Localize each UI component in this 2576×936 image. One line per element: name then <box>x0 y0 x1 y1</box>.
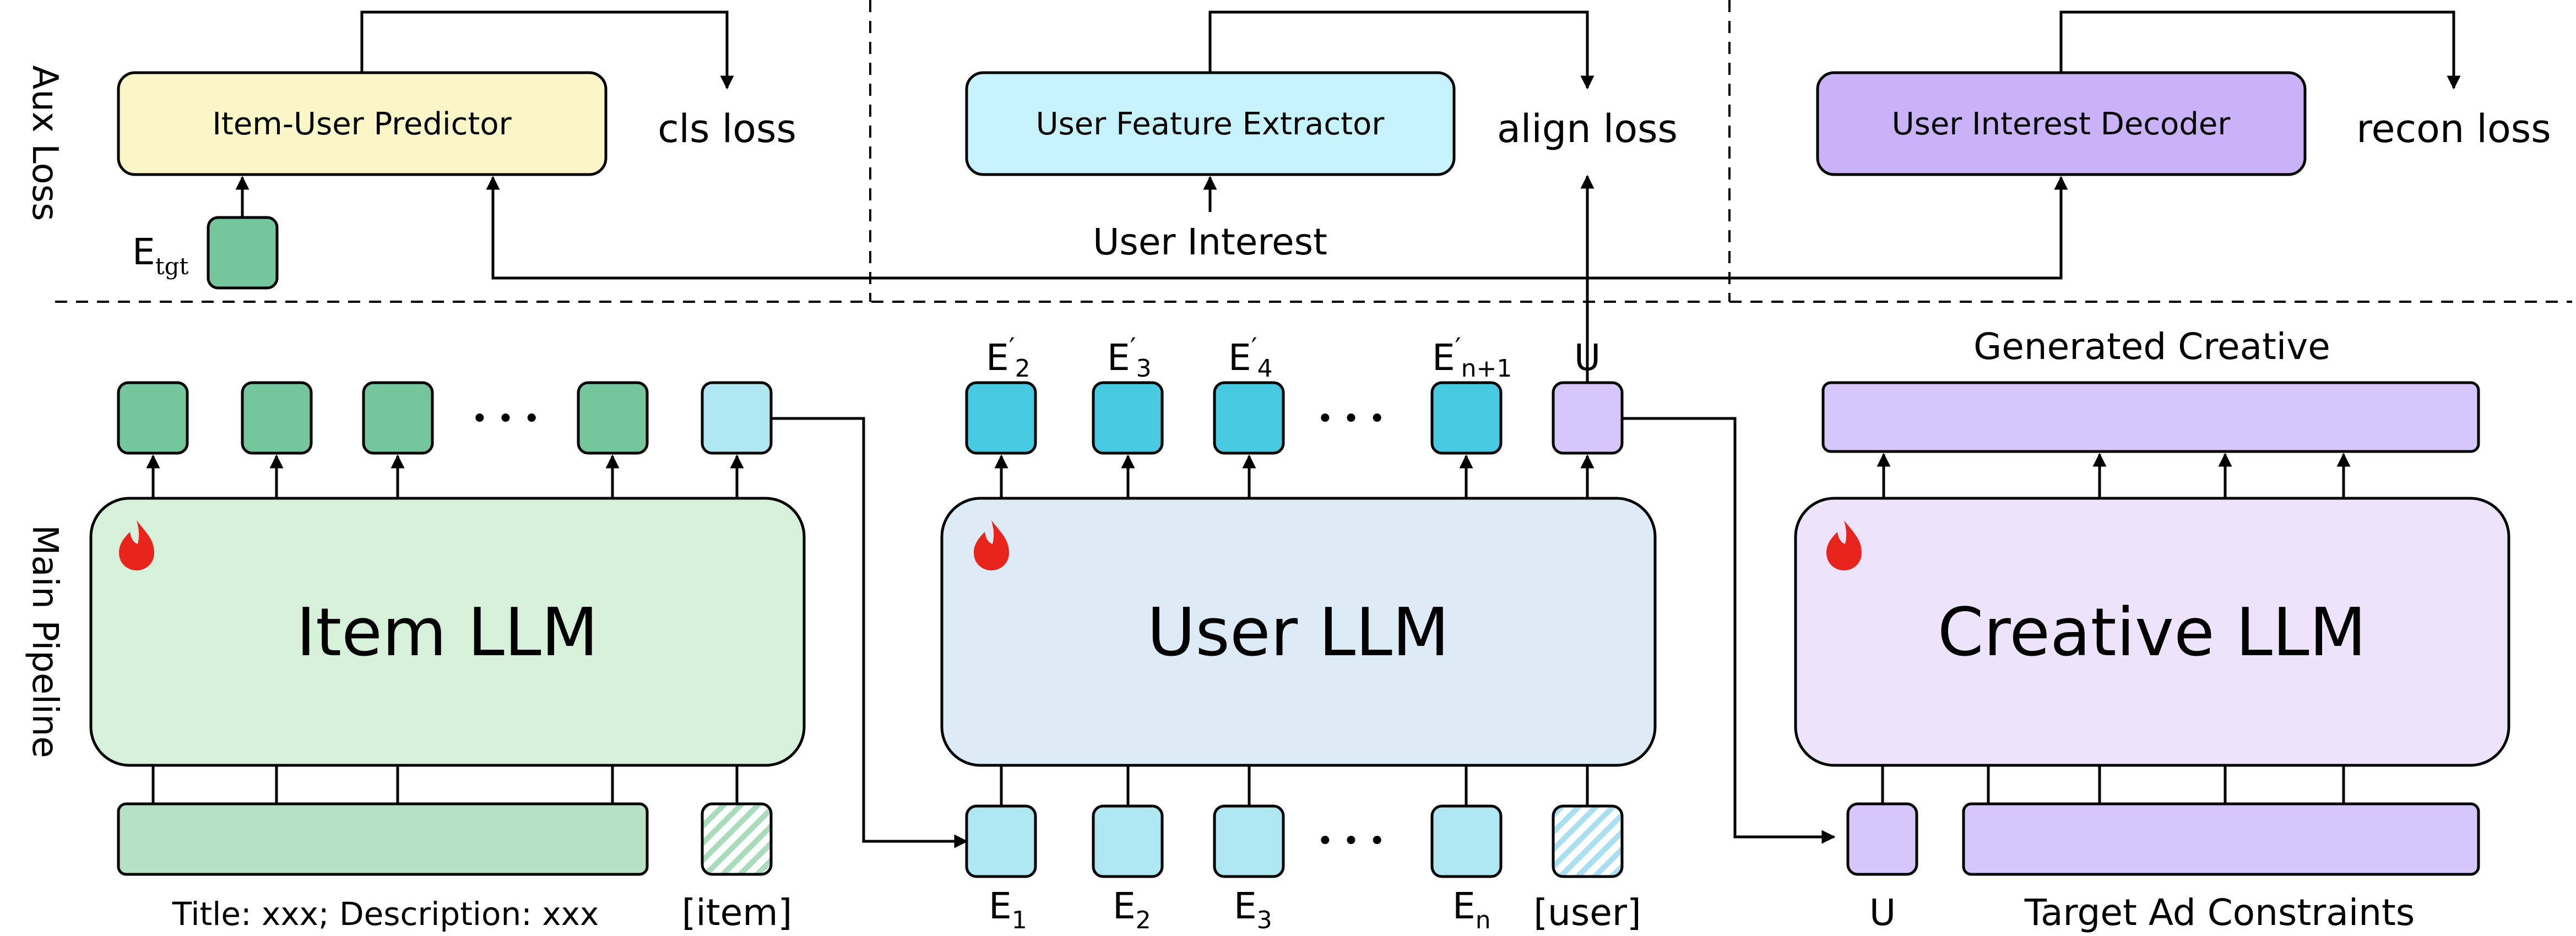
item-output-token <box>362 381 434 455</box>
user-output-label: E′3 <box>1107 333 1152 383</box>
user-output-token <box>965 381 1037 455</box>
cls-loss-arrow <box>360 10 734 90</box>
user-llm: User LLM <box>940 497 1657 767</box>
user-output-token <box>1213 381 1285 455</box>
aux-loss-label: Aux Loss <box>24 66 65 221</box>
creative-llm: Creative LLM <box>1794 497 2510 767</box>
user-input-token <box>1430 804 1503 878</box>
user-interest-label: User Interest <box>1093 221 1327 263</box>
item-special-token <box>701 802 773 876</box>
user-output-label: E′4 <box>1228 333 1273 383</box>
user-output-ellipsis: • • • <box>1316 402 1385 436</box>
user-input-label: E2 <box>1113 885 1151 934</box>
item-llm-label: Item LLM <box>296 595 599 671</box>
generated-creative-output <box>1821 381 2480 453</box>
user-input-ellipsis: • • • <box>1316 825 1385 858</box>
item-text-label: Title: xxx; Description: xxx <box>172 895 599 933</box>
user-token-label: [user] <box>1533 891 1641 934</box>
target-ad-constraints-label: Target Ad Constraints <box>2024 891 2415 934</box>
item-input-lines <box>151 765 739 804</box>
user-input-label: E1 <box>989 885 1027 934</box>
user-output-token <box>1092 381 1164 455</box>
user-llm-label: User LLM <box>1147 595 1450 671</box>
item-output-ellipsis: • • • <box>471 402 540 436</box>
align-loss-label: align loss <box>1497 106 1678 151</box>
user-input-token <box>965 804 1037 878</box>
item-output-token <box>117 381 189 455</box>
item-llm: Item LLM <box>89 497 806 767</box>
main-pipeline-label: Main Pipeline <box>24 525 65 758</box>
creative-user-interest-token <box>1846 802 1918 876</box>
user-output-token <box>1430 381 1503 455</box>
user-output-label: E′2 <box>986 333 1031 383</box>
target-item-token <box>207 216 279 290</box>
item-user-predictor: Item-User Predictor <box>117 71 608 176</box>
user-to-creative-connector <box>1622 417 1836 844</box>
user-input-token <box>1092 804 1164 878</box>
creative-input-lines <box>1881 765 2345 804</box>
creative-u-label: U <box>1869 891 1896 934</box>
flame-icon <box>119 520 154 570</box>
flame-icon <box>974 520 1009 570</box>
user-input-label: En <box>1452 885 1491 934</box>
user-feature-extractor: User Feature Extractor <box>965 71 1456 176</box>
user-interest-decoder: User Interest Decoder <box>1816 71 2307 176</box>
user-feature-extractor-label: User Feature Extractor <box>1036 106 1385 142</box>
item-token-label: [item] <box>682 891 793 934</box>
item-output-token <box>241 381 313 455</box>
user-output-label: E′n+1 <box>1432 333 1512 383</box>
user-interest-decoder-label: User Interest Decoder <box>1892 106 2231 142</box>
generated-creative-label: Generated Creative <box>1973 325 2330 368</box>
user-special-token <box>1552 804 1624 878</box>
recon-loss-arrow <box>2059 10 2461 90</box>
item-text-input <box>117 802 649 876</box>
user-input-label: E3 <box>1234 885 1272 934</box>
creative-output-arrows <box>1877 453 2351 498</box>
user-output-arrows <box>994 454 1595 498</box>
flame-icon <box>1826 520 1862 570</box>
user-interest-token <box>1552 381 1624 455</box>
user-input-lines <box>1000 765 1589 806</box>
item-output-token <box>577 381 649 455</box>
user-output-tokens: • • • <box>965 381 1624 455</box>
item-output-arrows <box>146 454 744 498</box>
cls-loss-label: cls loss <box>658 106 796 151</box>
item-embedding-token <box>701 381 773 455</box>
target-token-label: Etgt <box>132 231 188 280</box>
user-input-tokens: • • • <box>965 804 1624 878</box>
creative-llm-label: Creative LLM <box>1938 595 2366 671</box>
item-user-predictor-label: Item-User Predictor <box>212 106 512 142</box>
recon-loss-label: recon loss <box>2356 106 2551 151</box>
align-loss-top-arrow <box>1208 10 1595 90</box>
target-ad-constraints-input <box>1962 802 2480 876</box>
item-to-user-connector <box>771 417 968 848</box>
item-output-tokens: • • • <box>117 381 773 455</box>
user-interest-output-label: U <box>1574 336 1601 379</box>
user-interest-connector <box>486 176 2068 280</box>
user-input-token <box>1213 804 1285 878</box>
